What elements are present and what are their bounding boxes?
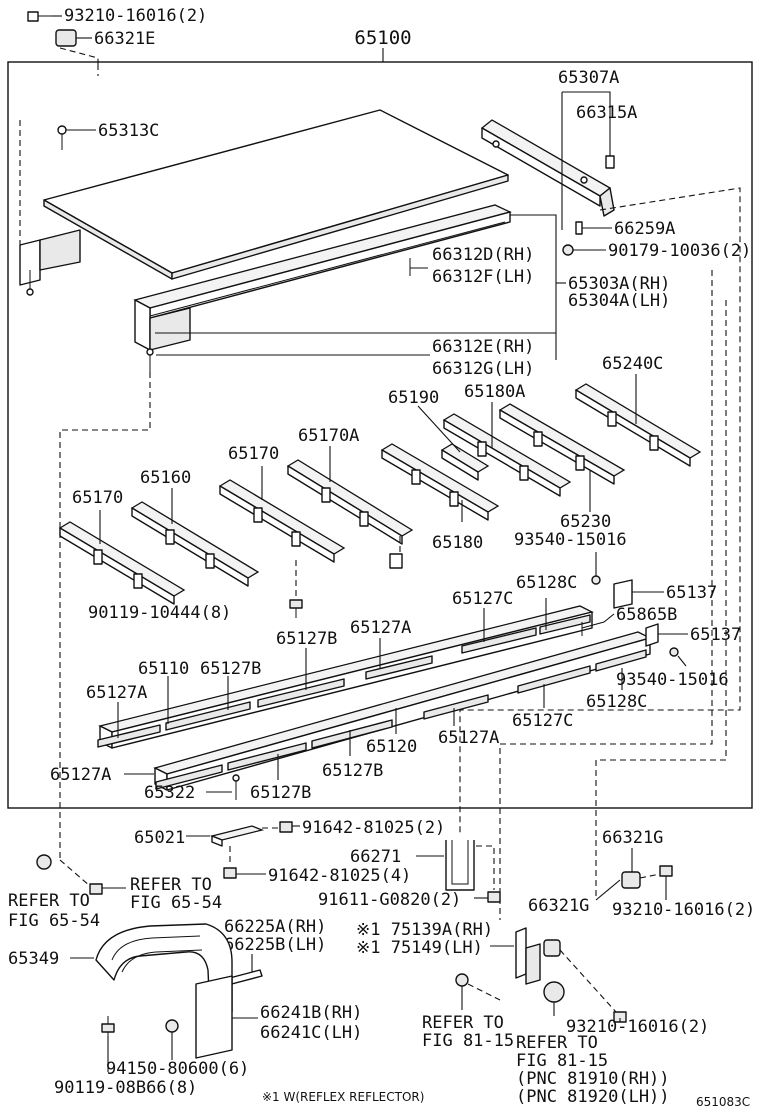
label-90119-10444: 90119-10444(8) bbox=[88, 603, 231, 623]
label-75139A: ※1 75139A(RH) bbox=[356, 920, 493, 940]
label-65021: 65021 bbox=[134, 828, 185, 848]
label-65127A-lowmid: 65127A bbox=[438, 728, 499, 748]
footnote: ※1 W(REFLEX REFLECTOR) bbox=[262, 1090, 424, 1104]
label-65180: 65180 bbox=[432, 533, 483, 553]
label-65170-left: 65170 bbox=[72, 488, 123, 508]
hinge-bracket-left bbox=[19, 229, 81, 296]
label-75149: ※1 75149(LH) bbox=[356, 938, 483, 958]
label-65349: 65349 bbox=[8, 949, 59, 969]
u-bracket-66271 bbox=[445, 840, 475, 891]
crossmember-65170-left bbox=[58, 521, 186, 605]
label-65127C-top: 65127C bbox=[452, 589, 513, 609]
label-65127B-left: 65127B bbox=[200, 659, 261, 679]
long-rail-65110 bbox=[97, 605, 594, 749]
bracket-65190 bbox=[440, 443, 490, 481]
label-90179-10036: 90179-10036(2) bbox=[608, 241, 751, 261]
label-66271: 66271 bbox=[350, 847, 401, 867]
label-refer-65-54-b1: REFER TO bbox=[130, 875, 212, 895]
label-93540-15016-a: 93540-15016 bbox=[514, 530, 627, 550]
label-65127B-bottom2: 65127B bbox=[250, 783, 311, 803]
label-pnc-81920: (PNC 81920(LH)) bbox=[516, 1087, 670, 1107]
label-refer-81-15-a1: REFER TO bbox=[422, 1013, 504, 1033]
label-65110: 65110 bbox=[138, 659, 189, 679]
side-rail-65303A bbox=[133, 204, 512, 351]
label-66312E: 66312E(RH) bbox=[432, 337, 534, 357]
label-65240C: 65240C bbox=[602, 354, 663, 374]
label-65127B-bottom1: 65127B bbox=[322, 761, 383, 781]
label-90119-08B66: 90119-08B66(8) bbox=[54, 1078, 197, 1098]
label-65137-b: 65137 bbox=[690, 625, 741, 645]
label-65137-a: 65137 bbox=[666, 583, 717, 603]
label-65160: 65160 bbox=[140, 468, 191, 488]
label-65180A: 65180A bbox=[464, 382, 525, 402]
label-91642-81025-2: 91642-81025(2) bbox=[302, 818, 445, 838]
label-65128C-top: 65128C bbox=[516, 573, 577, 593]
label-refer-81-15-b2: FIG 81-15 bbox=[516, 1051, 608, 1071]
label-66312D: 66312D(RH) bbox=[432, 245, 534, 265]
label-66241B: 66241B(RH) bbox=[260, 1003, 362, 1023]
label-66312G: 66312G(LH) bbox=[432, 359, 534, 379]
label-65170A: 65170A bbox=[298, 426, 359, 446]
label-65127A-bottom: 65127A bbox=[50, 765, 111, 785]
crossmember-65170A bbox=[286, 459, 414, 545]
label-65127C-right: 65127C bbox=[512, 711, 573, 731]
label-66321G-bottom: 66321G bbox=[528, 896, 589, 916]
bolt-93210-top bbox=[27, 11, 62, 22]
bracket-75139A bbox=[515, 927, 541, 985]
crossmember-65170-mid bbox=[218, 479, 346, 563]
crossmember-65160 bbox=[130, 501, 260, 587]
assembly-frame bbox=[7, 61, 753, 809]
label-66321G-top: 66321G bbox=[602, 828, 663, 848]
label-refer-65-54-b2: FIG 65-54 bbox=[130, 893, 222, 913]
label-66241C: 66241C(LH) bbox=[260, 1023, 362, 1043]
label-65127B-mid: 65127B bbox=[276, 629, 337, 649]
label-main-assembly: 65100 bbox=[354, 27, 411, 49]
label-66321E: 66321E bbox=[94, 29, 155, 49]
label-65304A: 65304A(LH) bbox=[568, 291, 670, 311]
deck-board bbox=[43, 109, 509, 280]
label-93210-16016-bottom: 93210-16016(2) bbox=[566, 1017, 709, 1037]
label-65127A-mid: 65127A bbox=[350, 618, 411, 638]
label-65865B: 65865B bbox=[616, 605, 677, 625]
long-rail-65120 bbox=[153, 631, 652, 791]
pin-66312D bbox=[409, 258, 428, 276]
crossmember-65230 bbox=[498, 403, 626, 485]
label-66312F: 66312F(LH) bbox=[432, 267, 534, 287]
label-66259A: 66259A bbox=[614, 219, 675, 239]
label-pnc-81910: (PNC 81910(RH)) bbox=[516, 1069, 670, 1089]
bracket-65021 bbox=[209, 825, 265, 847]
label-65322: 65322 bbox=[144, 783, 195, 803]
front-rail-65307A bbox=[480, 119, 615, 217]
label-65170-mid: 65170 bbox=[228, 444, 279, 464]
label-93540-15016-b: 93540-15016 bbox=[616, 670, 729, 690]
pin-65313C bbox=[57, 125, 96, 150]
label-66315A: 66315A bbox=[576, 103, 637, 123]
label-94150-80600: 94150-80600(6) bbox=[106, 1059, 249, 1079]
bracket-66312E bbox=[146, 348, 154, 372]
label-66225B: 66225B(LH) bbox=[224, 935, 326, 955]
label-65230: 65230 bbox=[560, 512, 611, 532]
label-65190: 65190 bbox=[388, 388, 439, 408]
label-93210-16016-top: 93210-16016(2) bbox=[64, 6, 207, 26]
label-65128C-right: 65128C bbox=[586, 692, 647, 712]
label-refer-65-54-a2: FIG 65-54 bbox=[8, 911, 100, 931]
crossmember-65240C bbox=[574, 383, 702, 467]
label-65127A-left: 65127A bbox=[86, 683, 147, 703]
label-65313C: 65313C bbox=[98, 121, 159, 141]
figure-code: 651083C bbox=[696, 1095, 750, 1109]
label-65307A: 65307A bbox=[558, 68, 619, 88]
label-91642-81025-4: 91642-81025(4) bbox=[268, 866, 411, 886]
label-93210-16016-right: 93210-16016(2) bbox=[612, 900, 755, 920]
label-refer-65-54-a1: REFER TO bbox=[8, 891, 90, 911]
crossmember-65180A bbox=[442, 413, 572, 497]
label-66225A: 66225A(RH) bbox=[224, 917, 326, 937]
label-91611-G0820: 91611-G0820(2) bbox=[318, 890, 461, 910]
bumper-66321E bbox=[55, 29, 92, 47]
label-refer-81-15-b1: REFER TO bbox=[516, 1033, 598, 1053]
label-refer-81-15-a2: FIG 81-15 bbox=[422, 1031, 514, 1051]
label-65120: 65120 bbox=[366, 737, 417, 757]
label-65303A: 65303A(RH) bbox=[568, 274, 670, 294]
